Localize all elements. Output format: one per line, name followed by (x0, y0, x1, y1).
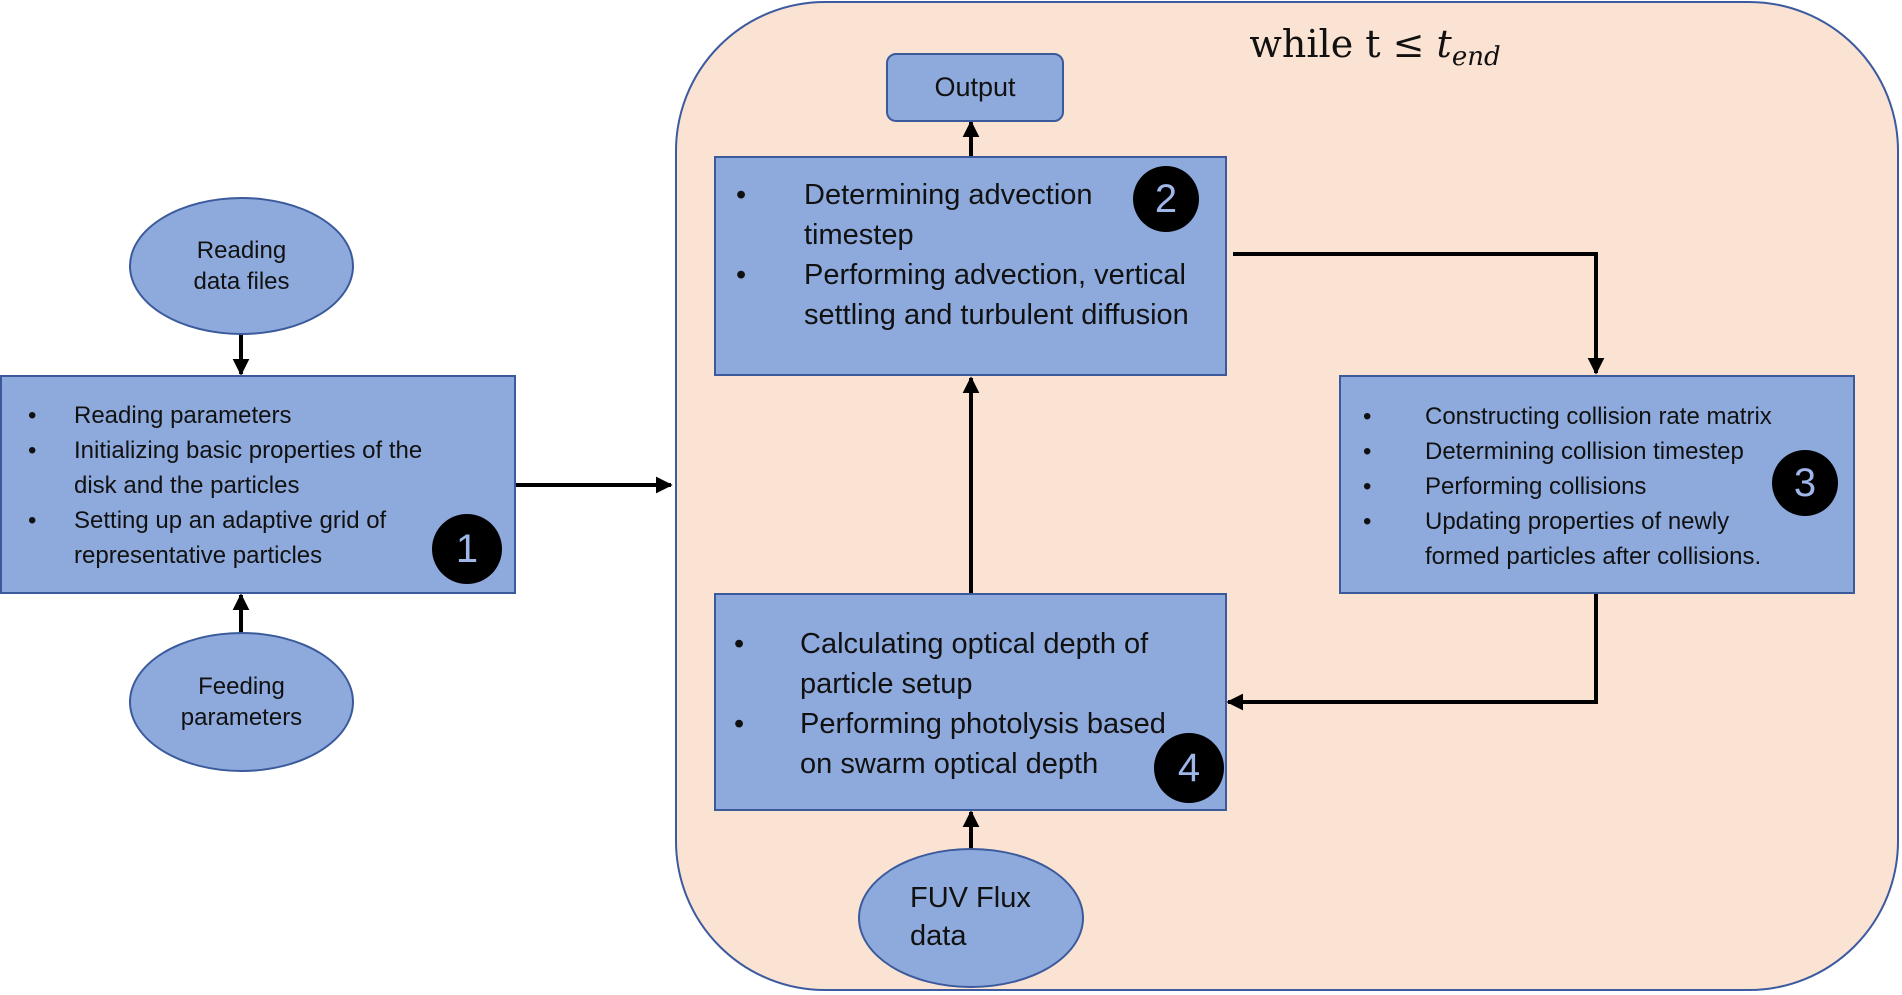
step3-box: Constructing collision rate matrix Deter… (1339, 375, 1855, 594)
step1-item: Setting up an adaptive grid of represent… (28, 503, 469, 573)
fuv-flux-data-node: FUV Flux data (858, 848, 1084, 988)
feeding-parameters-node: Feeding parameters (129, 632, 354, 772)
step2-item-text: Determining advection timestep (804, 179, 1093, 251)
loop-condition-variable: t (1436, 22, 1452, 66)
feeding-parameters-label: Feeding parameters (180, 672, 303, 731)
step2-number-badge: 2 (1133, 166, 1199, 232)
reading-data-files-label: Reading data files (193, 236, 290, 295)
output-node: Output (886, 53, 1064, 122)
step1-box: Reading parameters Initializing basic pr… (0, 375, 516, 594)
step3-number: 3 (1793, 460, 1817, 505)
step3-item-text: Performing collisions (1425, 473, 1647, 500)
step3-item-text: Updating properties of newly formed part… (1425, 508, 1762, 570)
step4-item-text: Performing photolysis based on swarm opt… (800, 708, 1166, 780)
step1-item: Reading parameters (28, 398, 469, 433)
loop-condition-subscript: end (1451, 42, 1501, 72)
step3-item-text: Determining collision timestep (1425, 438, 1744, 465)
step3-item: Updating properties of newly formed part… (1363, 504, 1829, 574)
step2-list: Determining advection timestep Performin… (736, 175, 1205, 335)
step3-item: Constructing collision rate matrix (1363, 399, 1829, 434)
step4-item: Calculating optical depth of particle se… (734, 624, 1201, 704)
fuv-flux-data-label: FUV Flux data (910, 882, 1031, 952)
step2-item: Performing advection, vertical settling … (736, 255, 1205, 335)
step1-item-text: Reading parameters (74, 402, 292, 429)
step1-item-text: Setting up an adaptive grid of represent… (74, 507, 387, 569)
loop-condition-label: while t ≤ tend (1175, 22, 1575, 72)
step4-item-text: Calculating optical depth of particle se… (800, 628, 1149, 700)
step4-item: Performing photolysis based on swarm opt… (734, 704, 1201, 784)
step3-list: Constructing collision rate matrix Deter… (1363, 399, 1829, 574)
step4-box: Calculating optical depth of particle se… (714, 593, 1227, 811)
step3-item-text: Constructing collision rate matrix (1425, 403, 1772, 430)
arrow-step2-to-step3 (1233, 252, 1605, 375)
step2-box: Determining advection timestep Performin… (714, 156, 1227, 376)
step3-item: Determining collision timestep (1363, 434, 1829, 469)
step2-number: 2 (1154, 176, 1178, 221)
arrow-step3-to-step4 (1226, 594, 1598, 711)
step1-list: Reading parameters Initializing basic pr… (28, 398, 469, 573)
step1-item-text: Initializing basic properties of the dis… (74, 437, 423, 499)
step2-item: Determining advection timestep (736, 175, 1205, 255)
step4-number-badge: 4 (1154, 733, 1224, 803)
reading-data-files-node: Reading data files (129, 197, 354, 335)
step3-number-badge: 3 (1772, 450, 1838, 516)
step4-list: Calculating optical depth of particle se… (734, 624, 1201, 784)
loop-condition-prefix: while t ≤ (1249, 22, 1437, 66)
step4-number: 4 (1177, 745, 1201, 790)
step2-item-text: Performing advection, vertical settling … (804, 259, 1189, 331)
step3-item: Performing collisions (1363, 469, 1829, 504)
step1-item: Initializing basic properties of the dis… (28, 433, 469, 503)
output-label: Output (934, 72, 1016, 102)
step1-number-badge: 1 (432, 514, 502, 584)
step1-number: 1 (455, 526, 479, 571)
